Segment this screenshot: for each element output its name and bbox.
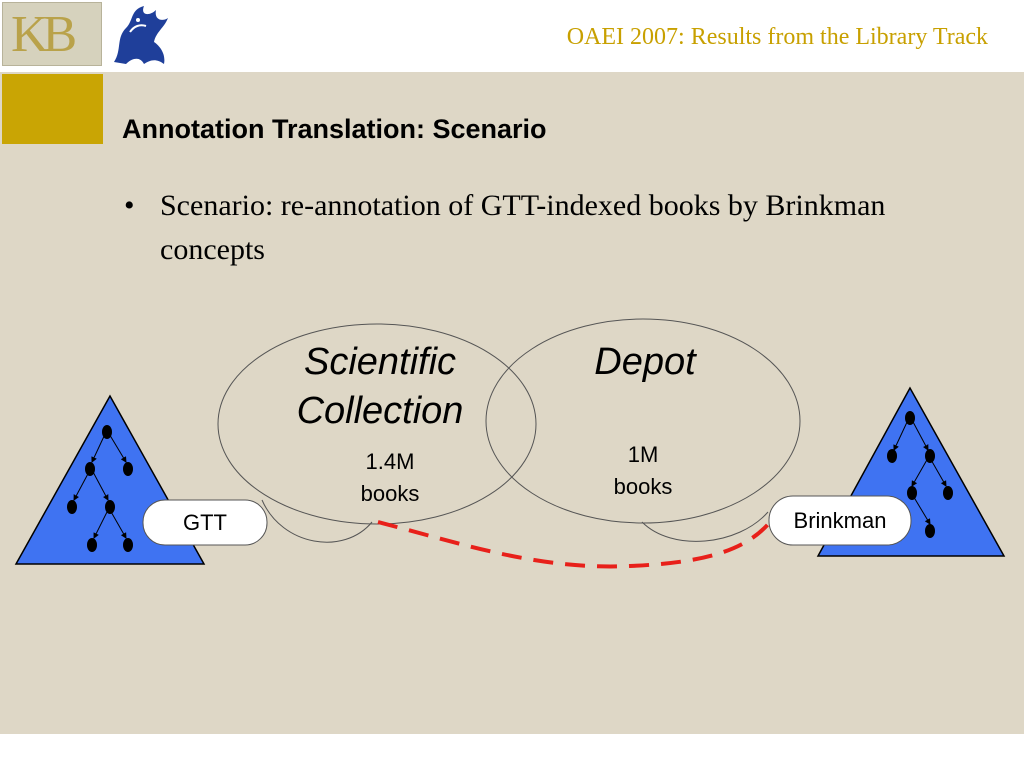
lion-logo-icon: [114, 6, 168, 64]
brinkman-label: Brinkman: [794, 508, 887, 533]
bullet-marker: •: [124, 189, 135, 222]
slide-title: Annotation Translation: Scenario: [122, 114, 547, 144]
bullet-point: • Scenario: re-annotation of GTT-indexed…: [124, 184, 944, 272]
collection-ellipses: [217, 318, 801, 543]
footer-bar: [0, 734, 1024, 768]
kb-logo: KB: [2, 2, 102, 66]
scientific-collection-label-line1: Scientific: [304, 341, 456, 383]
kb-logo-text: KB: [11, 6, 77, 63]
gtt-label: GTT: [183, 510, 227, 535]
depot-count-line1: 1M: [628, 442, 659, 467]
depot-count-line2: books: [614, 474, 673, 499]
accent-square: [2, 74, 103, 144]
slide-background: [0, 72, 1024, 734]
scientific-count-line2: books: [361, 481, 420, 506]
bullet-text: Scenario: re-annotation of GTT-indexed b…: [160, 189, 886, 266]
scientific-collection-label-line2: Collection: [297, 390, 464, 432]
depot-label: Depot: [594, 341, 697, 383]
scientific-count-line1: 1.4M: [366, 449, 415, 474]
brinkman-label-box: Brinkman: [768, 495, 912, 546]
presentation-title: OAEI 2007: Results from the Library Trac…: [566, 24, 988, 50]
translation-link-dashed-line: [377, 520, 772, 569]
gtt-label-box: GTT: [142, 499, 268, 546]
header-bar: KB OAEI 2007: Results from the Library T…: [0, 0, 1024, 72]
